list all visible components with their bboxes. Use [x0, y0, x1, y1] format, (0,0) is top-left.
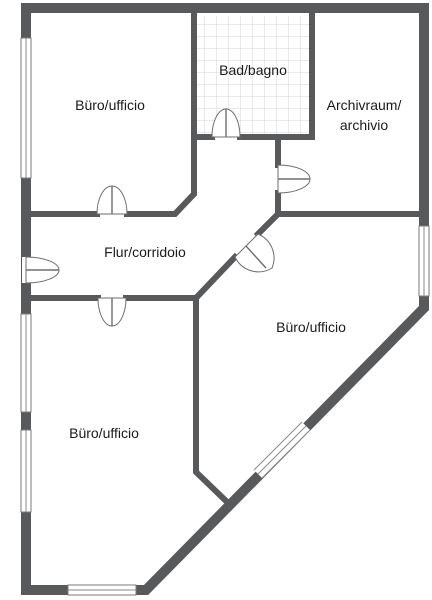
- door-entrance: [22, 256, 60, 284]
- door-office-top-left: [96, 185, 128, 215]
- door-archive: [277, 164, 311, 194]
- inner-walls: [23, 5, 427, 505]
- window-left-bottom: [20, 429, 32, 513]
- windows: [20, 37, 430, 596]
- window-bottom: [67, 584, 137, 596]
- bathroom-tile-floor: [197, 16, 309, 137]
- window-left-middle: [20, 313, 32, 413]
- window-right: [418, 225, 430, 297]
- room-label-corridor: Flur/corridoio: [104, 244, 186, 260]
- doors: [22, 108, 311, 327]
- window-left-top: [20, 37, 32, 179]
- room-label-archive-line1: Archivraum/: [327, 97, 402, 113]
- room-label-office-bottom-left: Büro/ufficio: [69, 425, 139, 441]
- door-bathroom: [211, 108, 241, 138]
- room-label-archive-line2: archivio: [340, 117, 388, 133]
- room-label-office-top-left: Büro/ufficio: [75, 97, 145, 113]
- door-office-bottom-left: [97, 297, 127, 327]
- window-diagonal: [253, 421, 311, 479]
- room-label-bathroom: Bad/bagno: [219, 62, 287, 78]
- room-label-office-right: Büro/ufficio: [276, 319, 346, 335]
- door-office-right: [234, 233, 275, 273]
